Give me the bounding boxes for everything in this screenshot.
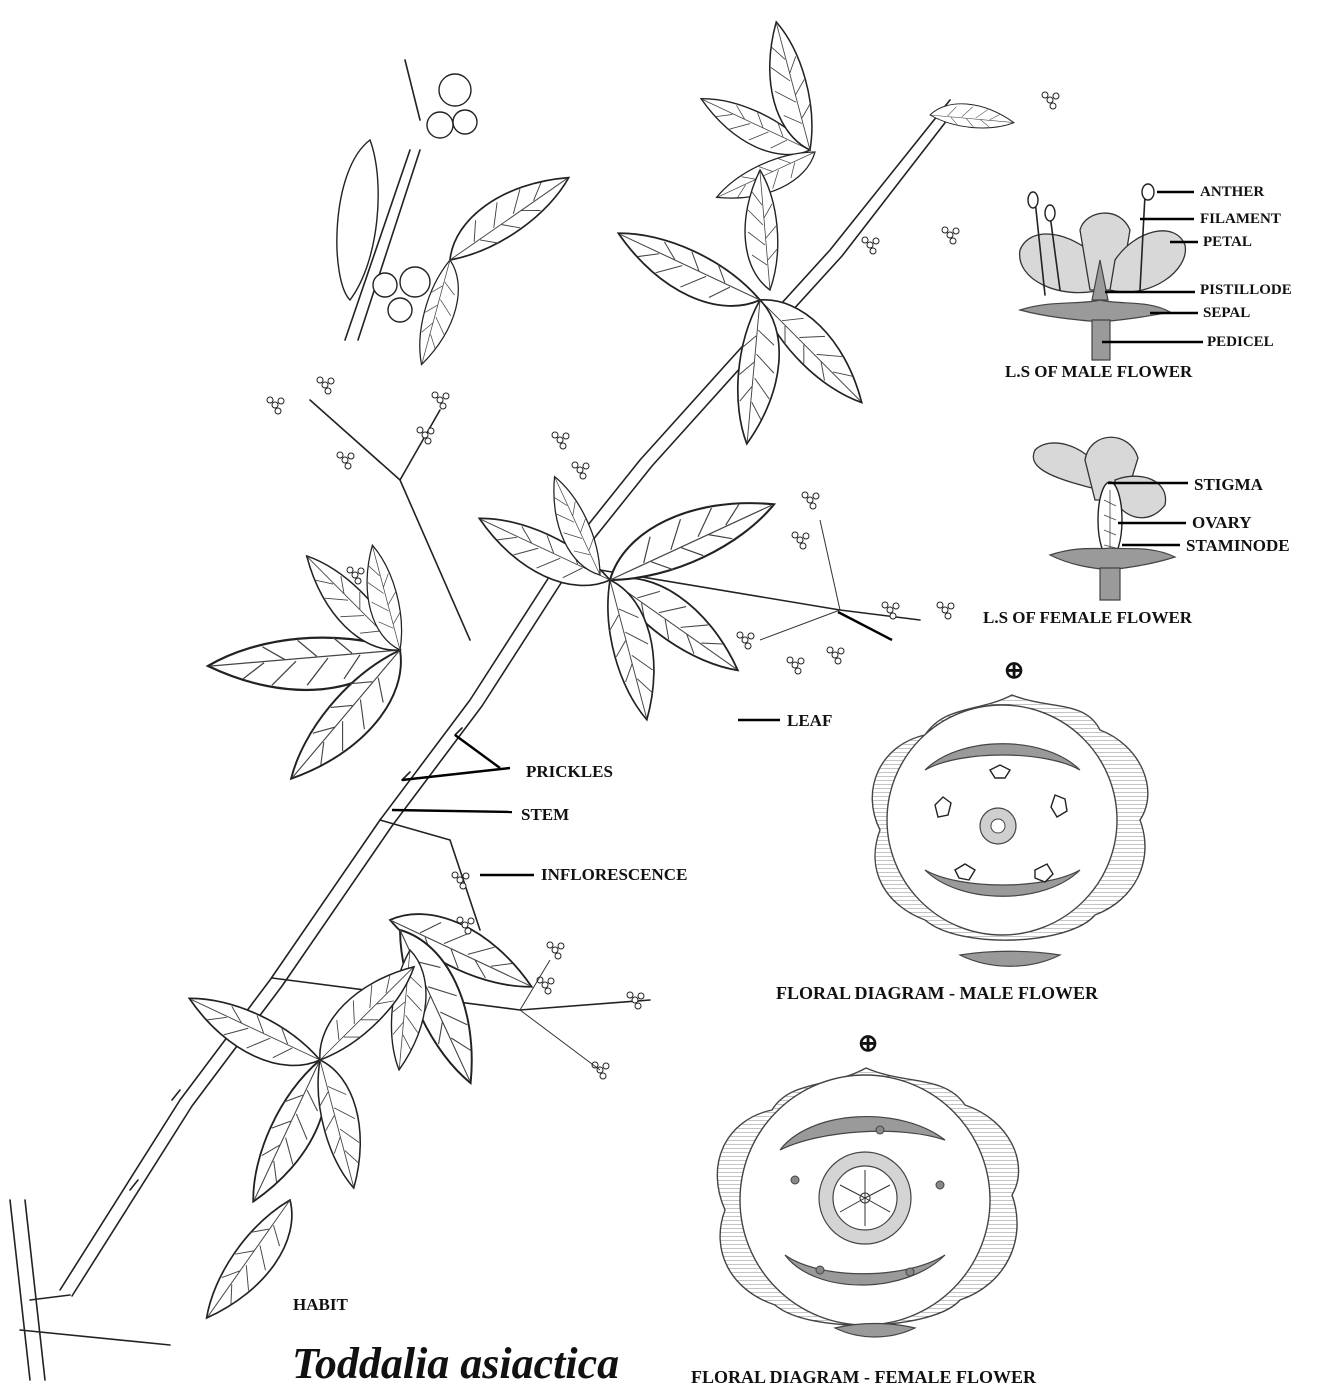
caption-ls-male: L.S OF MALE FLOWER <box>1005 362 1193 381</box>
floral-diagram-male: ⊕ FLORAL DIAGRAM - MALE FLOWER <box>776 658 1148 1003</box>
label-ovary: OVARY <box>1192 513 1252 532</box>
bisexual-symbol-male: ⊕ <box>1004 658 1024 684</box>
caption-floral-female: FLORAL DIAGRAM - FEMALE FLOWER <box>691 1367 1037 1387</box>
fruit-cluster-top <box>427 74 477 138</box>
label-inflorescence: INFLORESCENCE <box>541 865 687 884</box>
label-anther: ANTHER <box>1200 184 1264 200</box>
label-pistillode: PISTILLODE <box>1200 282 1292 298</box>
label-habit: HABIT <box>293 1295 348 1314</box>
bisexual-symbol-female: ⊕ <box>858 1031 878 1057</box>
leaf-cluster-upper-left <box>337 140 580 369</box>
label-stem: STEM <box>521 805 569 824</box>
label-prickles: PRICKLES <box>526 762 613 781</box>
floral-diagram-female: ⊕ FLORAL DIAGRAM - FEMALE FLOWER <box>691 1031 1037 1387</box>
label-filament: FILAMENT <box>1200 211 1281 227</box>
leaf-cluster-middle-right <box>609 170 876 447</box>
label-staminode: STAMINODE <box>1186 536 1290 555</box>
label-leaf: LEAF <box>787 711 832 730</box>
label-stigma: STIGMA <box>1194 475 1264 494</box>
ls-female-flower: STIGMA OVARY STAMINODE L.S OF FEMALE FLO… <box>983 437 1290 627</box>
leaf-cluster-center <box>470 471 783 723</box>
label-sepal: SEPAL <box>1203 305 1250 321</box>
caption-ls-female: L.S OF FEMALE FLOWER <box>983 608 1193 627</box>
label-petal: PETAL <box>1203 234 1252 250</box>
caption-floral-male: FLORAL DIAGRAM - MALE FLOWER <box>776 983 1099 1003</box>
label-pedicel: PEDICEL <box>1207 334 1274 350</box>
leaf-cluster-left <box>208 542 425 793</box>
ls-male-flower: ANTHER FILAMENT PETAL PISTILLODE SEPAL P… <box>1005 184 1292 381</box>
leaf-cluster-bottom <box>180 954 426 1329</box>
leaf-cluster-top <box>694 18 1016 210</box>
fruit-cluster-middle <box>373 267 430 322</box>
species-title: Toddalia asiactica <box>292 1339 619 1388</box>
